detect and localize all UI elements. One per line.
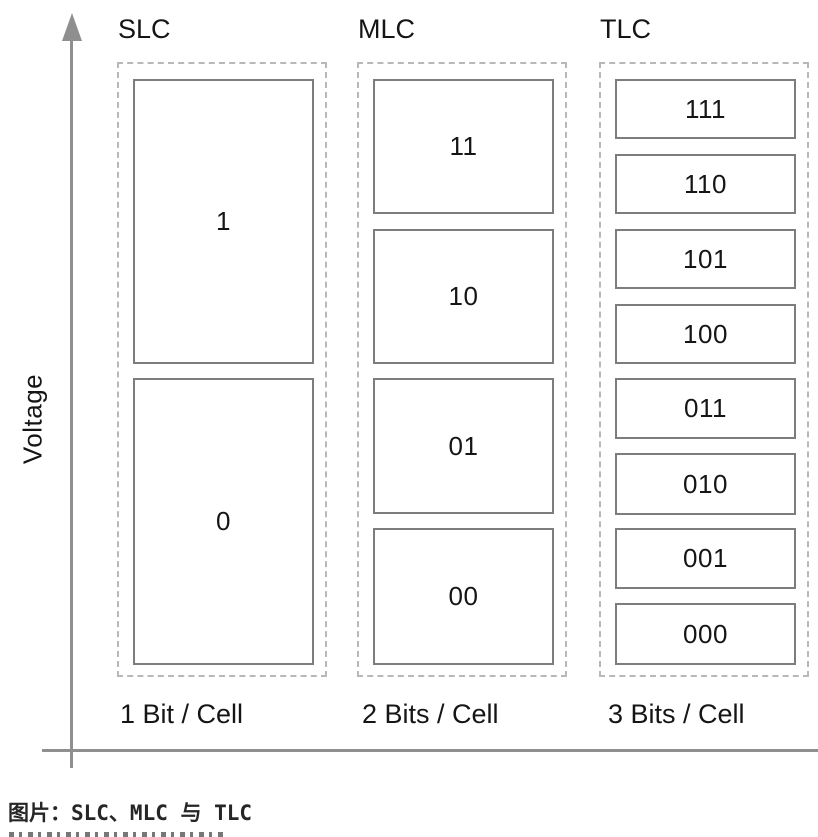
figure-caption: 图片：SLC、MLC 与 TLC: [8, 801, 253, 825]
tlc-cell-110: 110: [615, 154, 796, 214]
column-title-tlc: TLC: [600, 14, 652, 44]
tlc-cell-000: 000: [615, 603, 796, 665]
mlc-column-container: 11 10 01 00: [357, 62, 567, 677]
slc-column-container: 1 0: [117, 62, 327, 677]
mlc-cell-11: 11: [373, 79, 554, 214]
mlc-bits-per-cell-label: 2 Bits / Cell: [362, 699, 499, 729]
voltage-axis-label: Voltage: [17, 373, 48, 465]
mlc-cell-10: 10: [373, 229, 554, 364]
tlc-cell-001: 001: [615, 528, 796, 589]
up-arrow-icon: [62, 13, 82, 41]
slc-bits-per-cell-label: 1 Bit / Cell: [120, 699, 244, 729]
column-title-slc: SLC: [118, 14, 171, 44]
tlc-cell-011: 011: [615, 378, 796, 439]
tlc-bits-per-cell-label: 3 Bits / Cell: [608, 699, 745, 729]
tlc-cell-010: 010: [615, 453, 796, 515]
tlc-cell-100: 100: [615, 304, 796, 364]
mlc-cell-01: 01: [373, 378, 554, 514]
column-title-mlc: MLC: [358, 14, 416, 44]
slc-cell-0: 0: [133, 378, 314, 665]
tlc-column-container: 111 110 101 100 011 010 001 000: [599, 62, 809, 677]
tlc-cell-101: 101: [615, 229, 796, 289]
tlc-cell-111: 111: [615, 79, 796, 139]
mlc-cell-00: 00: [373, 528, 554, 665]
cropped-next-line-sliver: [9, 832, 225, 837]
baseline-axis-line: [42, 749, 818, 752]
slc-cell-1: 1: [133, 79, 314, 364]
voltage-axis-line: [70, 32, 73, 768]
